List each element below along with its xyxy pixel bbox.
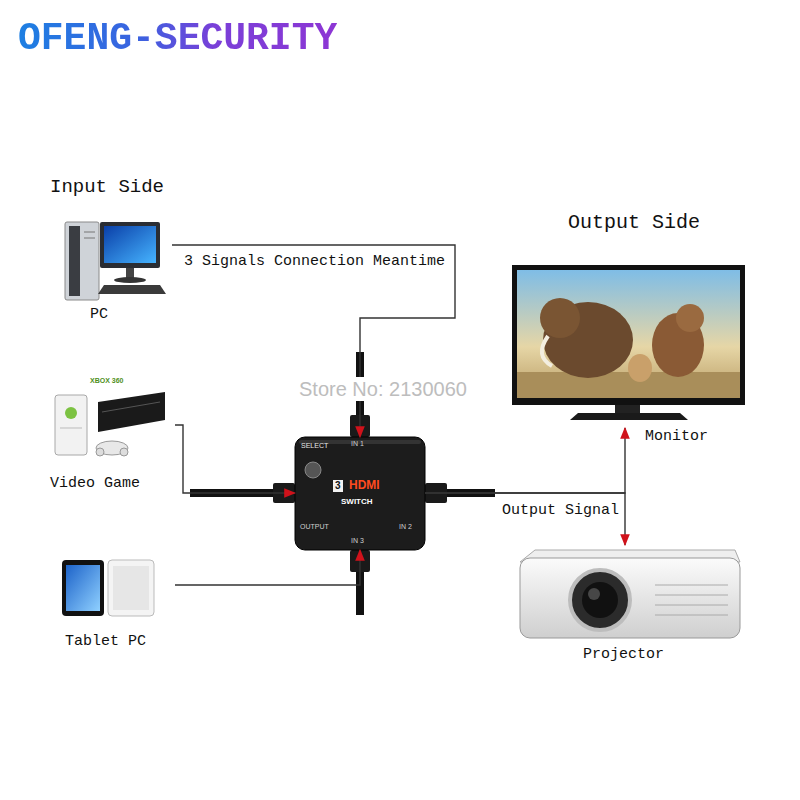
connector-label: Output Signal <box>500 502 621 520</box>
game-console-icon <box>60 428 82 429</box>
port-label: OUTPUT <box>300 523 329 531</box>
projector-node: Projector <box>515 545 745 645</box>
projector-icon <box>655 595 728 596</box>
tablet-node: Tablet PC <box>55 555 175 655</box>
signal-connector <box>172 245 455 437</box>
pc-icon <box>69 226 80 296</box>
pc-icon <box>65 222 99 300</box>
projector-icon <box>520 550 740 638</box>
pc-icon <box>100 222 160 268</box>
game-console-icon <box>65 407 77 419</box>
projector-icon <box>655 605 728 606</box>
monitor-icon <box>542 336 552 366</box>
projector-icon <box>570 570 630 630</box>
game-console-icon <box>120 448 128 456</box>
signal-connector <box>175 550 360 585</box>
device-label: Projector <box>583 646 664 664</box>
device-label: Monitor <box>645 428 708 446</box>
game-console-icon <box>55 395 87 455</box>
pc-icon <box>114 277 146 283</box>
pc-icon <box>98 285 166 294</box>
button-label: SELECT <box>301 442 328 450</box>
monitor-icon <box>517 270 740 398</box>
hdmi-cable <box>190 352 495 615</box>
port-label: IN 2 <box>399 523 412 531</box>
monitor-icon <box>570 413 688 420</box>
pc-icon <box>84 232 95 233</box>
signal-connector <box>425 428 625 493</box>
pc-icon <box>104 226 156 263</box>
monitor-icon <box>512 265 745 405</box>
pc-icon <box>126 268 134 278</box>
monitor-icon <box>512 265 745 420</box>
logo-subtext: SWITCH <box>341 497 373 507</box>
logo-text: HDMI <box>349 478 380 492</box>
game-console-icon <box>96 441 128 455</box>
port-label: IN 1 <box>351 440 364 448</box>
game-console-node: Video Game <box>45 385 175 503</box>
projector-icon <box>655 585 728 586</box>
tablet-icon <box>62 560 154 616</box>
game-console-icon <box>102 402 160 412</box>
port-label: IN 3 <box>351 537 364 545</box>
projector-icon <box>655 615 728 616</box>
tablet-icon <box>113 566 149 610</box>
projector-icon <box>520 558 740 638</box>
tablet-icon <box>108 560 154 616</box>
page-title: OFENG-SECURITY <box>18 16 337 62</box>
tablet-icon <box>62 560 104 616</box>
tablet-icon <box>66 565 100 611</box>
pc-icon <box>65 222 166 300</box>
watermark: Store No: 2130060 <box>296 377 470 401</box>
brand-mark: XBOX 360 <box>90 377 123 385</box>
hdmi-switch-body <box>295 437 425 550</box>
monitor-icon <box>540 298 580 338</box>
side-heading: Input Side <box>50 176 164 199</box>
signal-connector <box>425 493 625 545</box>
hdmi-switch: SELECT IN 1 3 HDMI SWITCH OUTPUT IN 2 IN 3 <box>295 437 425 550</box>
pc-node: PC <box>60 212 172 334</box>
projector-icon <box>588 588 600 600</box>
logo-number: 3 <box>333 480 343 492</box>
device-label: Video Game <box>50 475 140 493</box>
monitor-icon <box>615 405 640 413</box>
side-heading: Output Side <box>568 211 700 235</box>
game-console-icon <box>98 392 165 432</box>
monitor-icon <box>676 304 704 332</box>
game-console-icon <box>55 392 165 456</box>
hdmi-switch-body <box>305 462 321 478</box>
game-console-icon <box>96 448 104 456</box>
monitor-icon <box>517 372 740 398</box>
device-label: PC <box>90 306 108 324</box>
connector-label: 3 Signals Connection Meantime <box>182 253 447 271</box>
monitor-icon <box>628 354 652 382</box>
pc-icon <box>84 238 95 239</box>
device-label: Tablet PC <box>65 633 146 651</box>
signal-connector <box>175 425 295 493</box>
monitor-node: Monitor <box>505 258 750 428</box>
projector-icon <box>582 582 618 618</box>
hdmi-switch-body <box>295 437 425 550</box>
